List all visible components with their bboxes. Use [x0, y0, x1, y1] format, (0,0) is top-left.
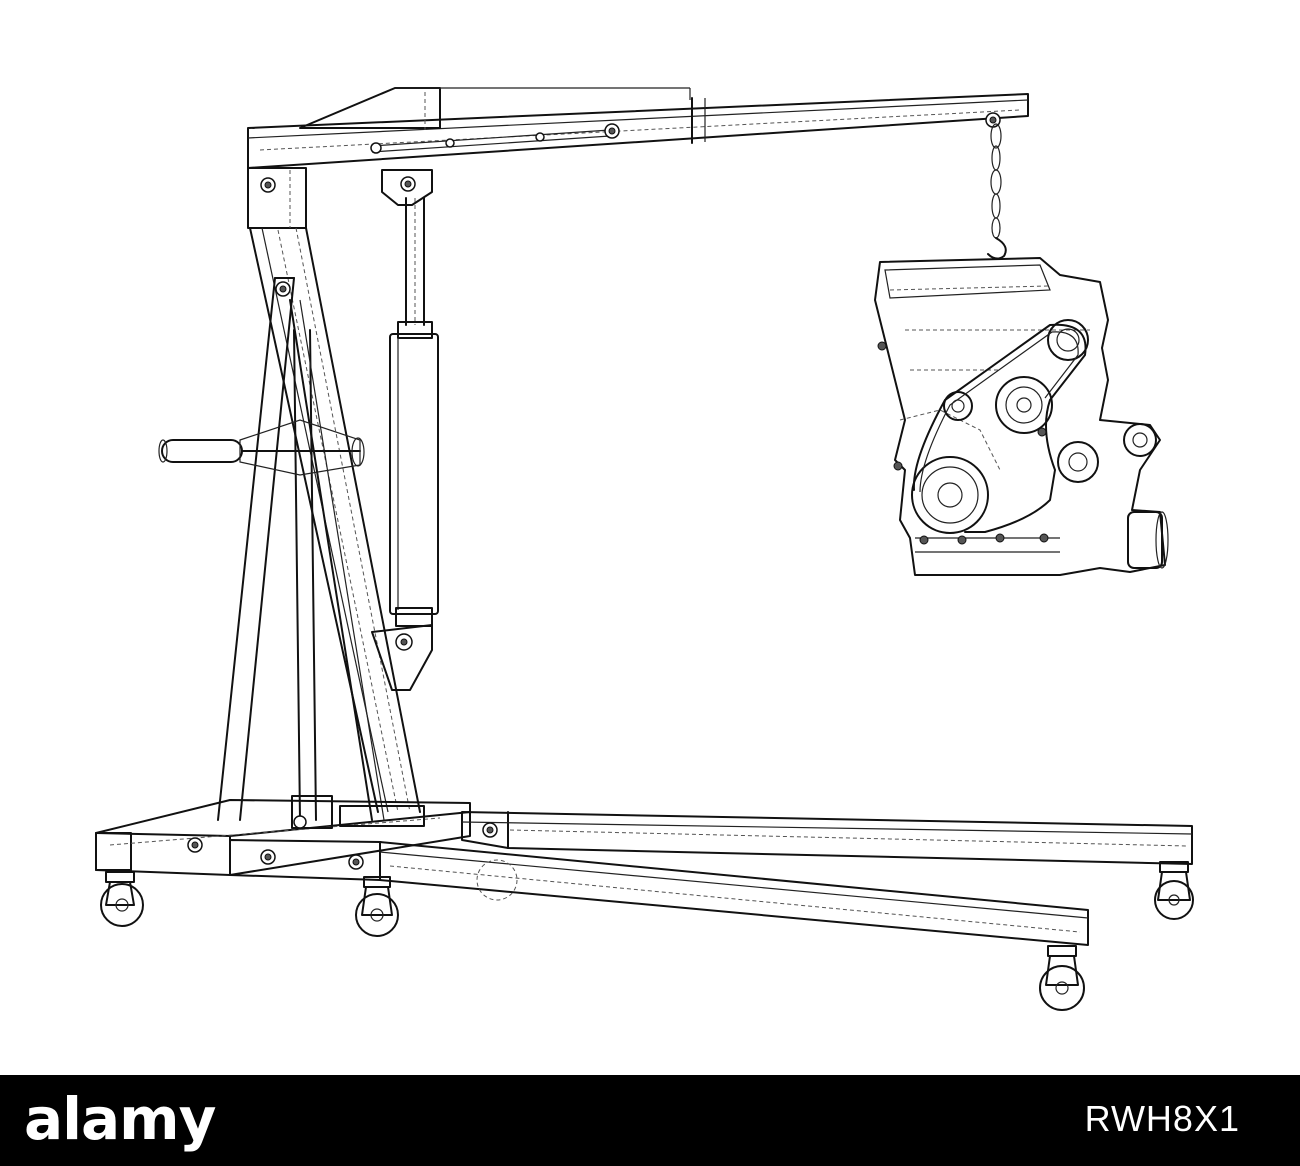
lifting-chain	[990, 123, 1002, 239]
caster-wheel-back	[476, 859, 518, 901]
base-frame	[95, 795, 471, 876]
mast-head	[247, 167, 433, 229]
lifting-hook	[987, 237, 1007, 260]
caster-wheel-mid	[355, 876, 399, 937]
hydraulic-ram	[371, 197, 439, 691]
brand-logo: alamy	[24, 1085, 216, 1153]
drive-belt	[912, 323, 1087, 533]
caster-wheel-right	[1154, 861, 1194, 920]
engine-crane-drawing	[95, 87, 1194, 1011]
caster-wheel-front-left	[100, 871, 144, 927]
engine-pulleys	[911, 319, 1157, 534]
engine-block	[874, 257, 1166, 576]
caster-wheel-front-right	[1039, 945, 1085, 1011]
image-id: RWH8X1	[1084, 1098, 1240, 1139]
boom-pivot-bolts	[370, 112, 1001, 154]
watermark-bar: alamy RWH8X1	[0, 1075, 1300, 1166]
boom-arm	[247, 87, 1029, 169]
far-leg	[461, 811, 1193, 865]
engine-bolts	[877, 341, 1049, 545]
pump-handle	[158, 419, 365, 476]
near-leg	[229, 839, 1089, 946]
rear-support	[217, 277, 385, 821]
oil-filter	[1127, 511, 1169, 569]
illustration-canvas	[95, 87, 1194, 1011]
